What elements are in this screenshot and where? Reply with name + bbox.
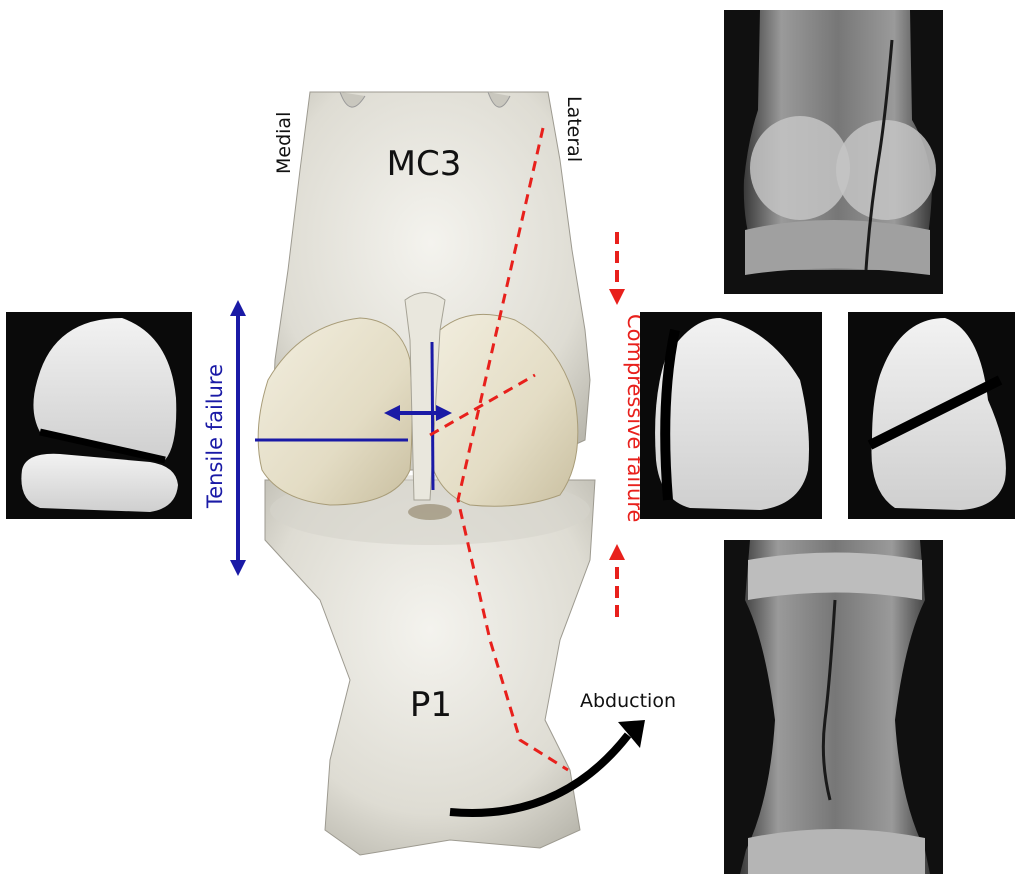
medial-label: Medial [273,112,295,174]
tensile-failure-label: Tensile failure [203,364,227,509]
abduction-label: Abduction [580,690,676,712]
lateral-label: Lateral [563,96,585,162]
xray-middle-right-1-panel [640,312,822,519]
xray-middle-right-2-panel [848,312,1015,519]
mc3-label: MC3 [387,144,462,184]
p1-label: P1 [410,685,452,725]
xray-bottom-right-panel [724,540,943,874]
bone-specimen [258,92,595,855]
xray-left-panel [6,312,192,519]
xray-top-right-panel [724,10,943,294]
